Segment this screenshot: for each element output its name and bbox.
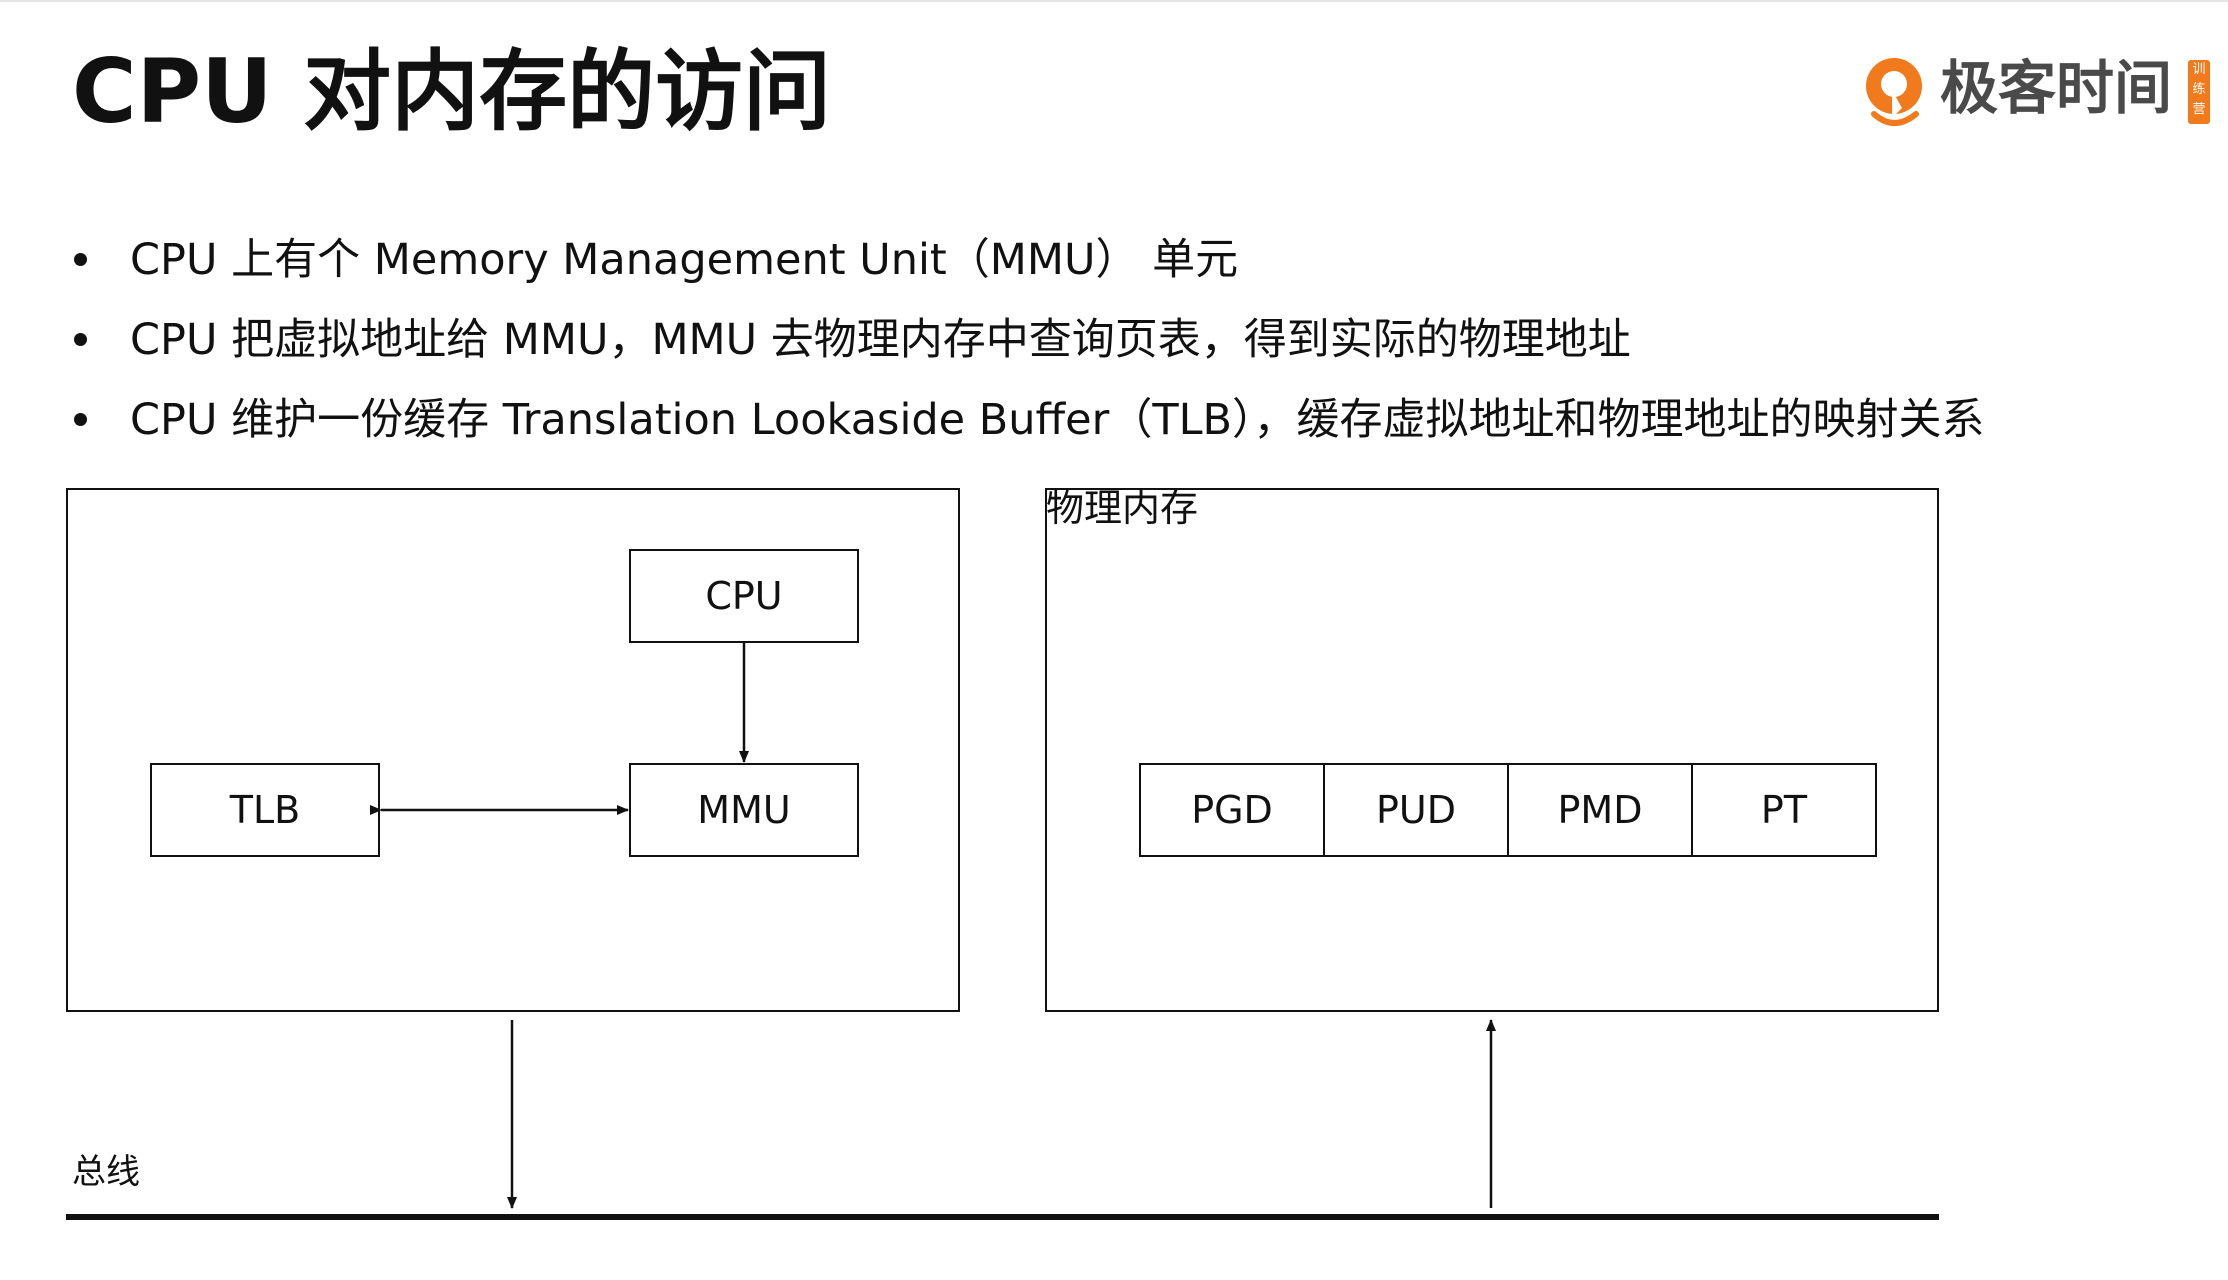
bullet-text: CPU 把虚拟地址给 MMU，MMU 去物理内存中查询页表，得到实际的物理地址 — [130, 315, 1631, 365]
logo-badge: 训练营 — [2188, 60, 2210, 124]
logo-text: 极客时间 — [1940, 54, 2173, 122]
bullet-text: CPU 上有个 Memory Management Unit（MMU） 单元 — [130, 235, 1239, 285]
mmu-node: MMU — [629, 763, 859, 857]
top-divider — [0, 0, 2228, 2]
physical-memory-label: 物理内存 — [1046, 486, 1199, 530]
bullet-text: CPU 维护一份缓存 Translation Lookaside Buffer（… — [130, 395, 1985, 445]
bus-label: 总线 — [72, 1152, 140, 1192]
page-table-pgd: PGD — [1139, 763, 1325, 857]
bullet-dot-icon — [74, 333, 87, 346]
brand-logo: 极客时间 训练营 — [1862, 52, 2214, 132]
page-table-pud: PUD — [1323, 763, 1509, 857]
geektime-logo-icon — [1866, 58, 1922, 126]
page-table-pmd: PMD — [1507, 763, 1693, 857]
tlb-node: TLB — [150, 763, 380, 857]
bus-line — [66, 1214, 1939, 1220]
cpu-node: CPU — [629, 549, 859, 643]
page-table-pt: PT — [1691, 763, 1877, 857]
physical-memory-panel — [1045, 488, 1939, 1012]
bullet-dot-icon — [74, 413, 87, 426]
bullet-dot-icon — [74, 253, 87, 266]
page-title: CPU 对内存的访问 — [72, 40, 832, 143]
